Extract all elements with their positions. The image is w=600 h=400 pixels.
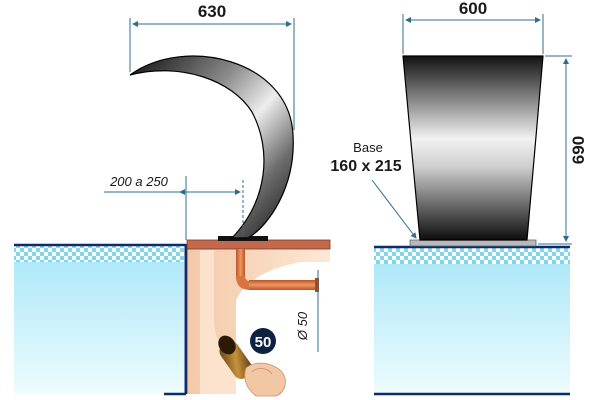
pipe-end — [315, 278, 319, 292]
left-pool-tiles — [14, 246, 184, 262]
pipe-badge-label: 50 — [255, 334, 272, 351]
right-view: 600 690 Base 160 x 215 — [330, 0, 588, 396]
left-pool-water — [14, 260, 184, 394]
pipe-horizontal — [249, 280, 317, 290]
pipe-diameter-label: Ø 50 — [295, 311, 310, 341]
top-width-label: 600 — [459, 0, 487, 18]
right-base-plate — [409, 239, 537, 247]
width-dimension-label: 630 — [198, 2, 226, 21]
base-leader-line — [371, 179, 417, 239]
coping — [186, 239, 331, 250]
right-pool-water — [374, 262, 570, 394]
fountain-body-front — [402, 55, 544, 241]
pipe-elbow — [236, 276, 250, 290]
base-label: Base — [353, 140, 383, 155]
base-size-label: 160 x 215 — [330, 158, 401, 175]
hand-with-pipe-icon — [218, 335, 286, 397]
setback-dimension-label: 200 a 250 — [109, 174, 169, 189]
fountain-blade — [129, 55, 294, 239]
right-pool-tiles — [374, 248, 570, 264]
height-label: 690 — [569, 136, 588, 164]
left-view: 630 200 a 250 Ø 50 50 — [14, 2, 331, 397]
pipe-vertical — [236, 249, 245, 279]
pipe-badge — [250, 328, 276, 354]
